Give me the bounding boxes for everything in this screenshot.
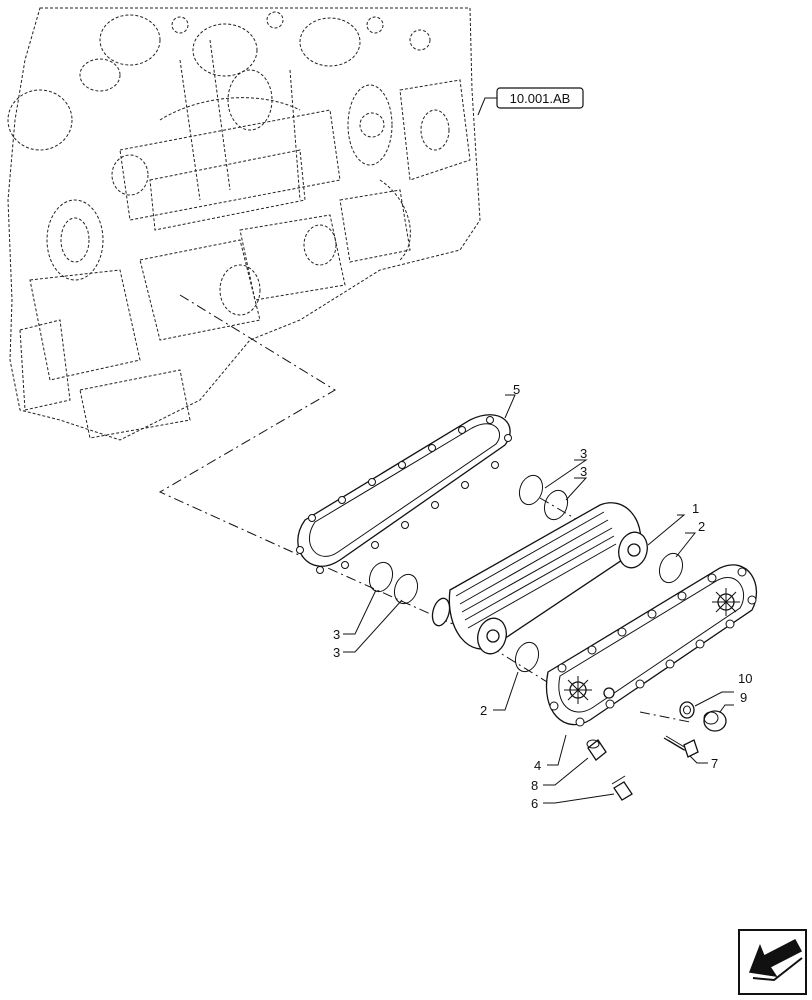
leader-7 xyxy=(689,755,708,764)
callout-3c: 3 xyxy=(333,627,340,642)
o-ring-3a xyxy=(518,474,544,506)
callout-3d: 3 xyxy=(333,645,340,660)
leader-6 xyxy=(543,793,615,804)
sealing-washer xyxy=(679,701,695,719)
oil-cooler-core xyxy=(431,502,648,655)
cover-port-lower xyxy=(564,676,592,704)
centerline-lower xyxy=(309,559,561,691)
centerline-main xyxy=(158,294,336,561)
leader-5 xyxy=(504,394,516,419)
o-ring-3d xyxy=(393,573,419,605)
leader-8 xyxy=(543,757,589,786)
o-ring-3c xyxy=(368,561,394,593)
reference-label-text: 10.001.AB xyxy=(510,91,571,106)
leader-3c xyxy=(343,589,377,635)
callout-2a: 2 xyxy=(698,519,705,534)
callout-9: 9 xyxy=(740,690,747,705)
leader-lines xyxy=(343,394,734,804)
leader-4 xyxy=(547,734,567,766)
callout-6: 6 xyxy=(531,796,538,811)
leader-1 xyxy=(647,514,686,546)
engine-block-phantom xyxy=(7,7,481,441)
callout-labels: 5 3 3 3 3 1 2 2 4 8 6 7 10 9 xyxy=(333,382,752,811)
o-ring-3b xyxy=(543,489,569,521)
callout-3b: 3 xyxy=(580,464,587,479)
centerline-plug xyxy=(639,711,691,723)
callout-8: 8 xyxy=(531,778,538,793)
leader-2a xyxy=(675,532,697,558)
leader-2b xyxy=(493,671,519,711)
oil-cooler-cover xyxy=(545,564,758,727)
bolt-long xyxy=(663,735,699,758)
callout-4: 4 xyxy=(534,758,541,773)
callout-7: 7 xyxy=(711,756,718,771)
callout-3a: 3 xyxy=(580,446,587,461)
callout-5: 5 xyxy=(513,382,520,397)
callout-10: 10 xyxy=(738,671,752,686)
leader-3d xyxy=(343,599,403,653)
bolt-short xyxy=(611,775,633,801)
leader-9 xyxy=(719,704,734,713)
leader-3b xyxy=(565,477,588,501)
dowel-bushing xyxy=(586,739,607,761)
callout-2b: 2 xyxy=(480,703,487,718)
cover-port-upper xyxy=(712,588,740,616)
o-ring-2a xyxy=(658,552,684,584)
plug xyxy=(703,710,727,732)
callout-1: 1 xyxy=(692,501,699,516)
leader-3a xyxy=(544,459,588,489)
gasket xyxy=(296,414,512,574)
reference-leader xyxy=(477,97,497,116)
arrow-back-icon[interactable] xyxy=(738,929,807,995)
leader-10 xyxy=(694,691,734,707)
o-ring-2b xyxy=(514,641,540,673)
reference-label[interactable]: 10.001.AB xyxy=(496,87,584,109)
